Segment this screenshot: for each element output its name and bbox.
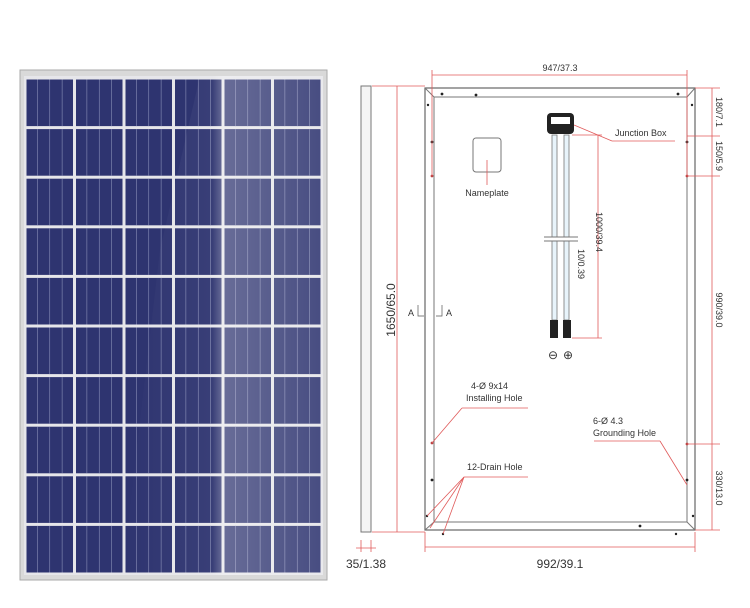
positive-symbol: ⊕: [563, 348, 573, 362]
positive-connector: [563, 320, 571, 338]
negative-connector: [550, 320, 558, 338]
section-bracket-right: [436, 305, 443, 317]
positive-cable: [563, 134, 570, 321]
cable-gap-label: 10/0.39: [576, 249, 586, 279]
nameplate-label: Nameplate: [465, 188, 509, 198]
cable-length-label: 1000/39.4: [594, 212, 604, 252]
section-bracket-left: [417, 305, 424, 317]
negative-symbol: ⊖: [548, 348, 558, 362]
back-view: 947/37.3 992/39.1 180/7.1 150/5.9 990/39…: [424, 63, 724, 571]
bottom-width-label: 992/39.1: [537, 557, 584, 571]
junction-box-label: Junction Box: [615, 128, 667, 138]
section-label-right: A: [446, 308, 452, 318]
back-inner-frame: [433, 96, 688, 523]
right-bottom-label: 330/13.0: [714, 470, 724, 505]
right-top-label: 180/7.1: [714, 97, 724, 127]
right-second-label: 150/5.9: [714, 141, 724, 171]
length-label: 1650/65.0: [384, 283, 398, 337]
top-width-label: 947/37.3: [542, 63, 577, 73]
section-markers: A A: [408, 305, 452, 318]
side-view: 35/1.38 1650/65.0: [346, 85, 425, 571]
section-label-left: A: [408, 308, 414, 318]
side-profile: [360, 85, 372, 533]
drain-hole-label: 12-Drain Hole: [467, 462, 523, 472]
right-middle-label: 990/39.0: [714, 292, 724, 327]
back-outer-frame: [424, 87, 696, 531]
negative-cable: [551, 134, 558, 321]
grounding-hole-label: Grounding Hole: [593, 428, 656, 438]
front-view-panel: [19, 69, 328, 581]
installing-hole-spec: 4-Ø 9x14: [471, 381, 508, 391]
glass-reflection: [122, 76, 323, 575]
grounding-hole-spec: 6-Ø 4.3: [593, 416, 623, 426]
thickness-label: 35/1.38: [346, 557, 386, 571]
installing-hole-label: Installing Hole: [466, 393, 523, 403]
